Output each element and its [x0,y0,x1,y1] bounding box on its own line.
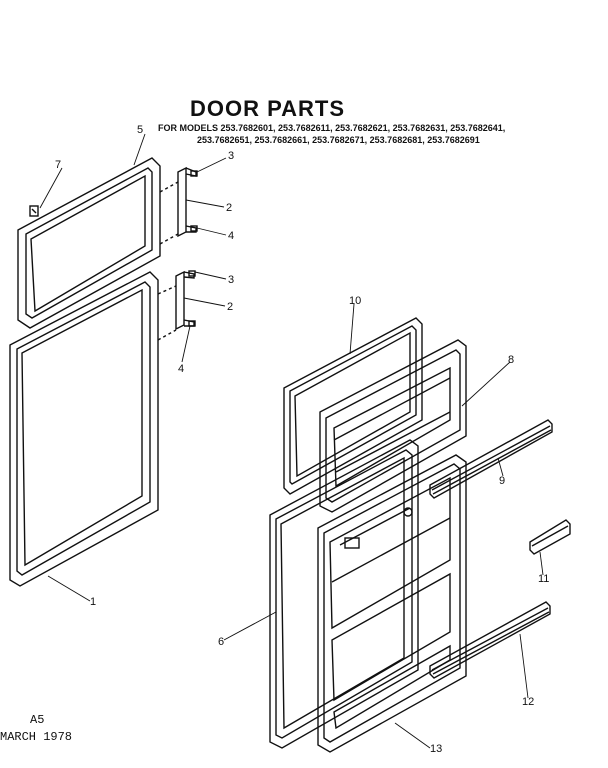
callout-2-lower: 2 [227,301,233,313]
callout-2-upper: 2 [226,202,232,214]
callout-8: 8 [508,354,514,366]
callout-10: 10 [349,295,361,307]
callout-6: 6 [218,636,224,648]
callout-9: 9 [499,475,505,487]
diagram-title: DOOR PARTS [190,96,346,121]
footer-date: MARCH 1978 [0,730,73,744]
callout-labels: 5 7 3 2 4 3 2 4 1 6 10 8 9 11 12 13 [55,124,549,755]
callout-11: 11 [538,573,549,585]
upper-hinge-assembly [159,166,198,245]
fresh-food-door-gasket [9,271,159,587]
models-line-1: FOR MODELS 253.7682601, 253.7682611, 253… [158,123,506,133]
callout-3-upper: 3 [228,150,234,162]
models-line-2: 253.7682651, 253.7682661, 253.7682671, 2… [197,135,480,145]
fresh-food-door-liner [317,454,467,753]
callout-5: 5 [137,124,143,136]
callout-4-upper: 4 [228,230,234,242]
callout-7: 7 [55,159,61,171]
callout-13: 13 [430,743,442,755]
shelf-bar-upper [429,419,553,499]
freezer-door-gasket [17,157,161,329]
shelf-bar-lower [429,601,551,679]
callout-4-lower: 4 [178,363,184,375]
freezer-door-liner [319,339,467,513]
lower-hinge-assembly [157,270,196,341]
leader-lines [39,133,544,749]
small-bin-part [529,519,571,555]
callout-3-lower: 3 [228,274,234,286]
callout-1: 1 [90,596,96,608]
footer-code: A5 [30,713,45,727]
freezer-inner-gasket [283,317,423,495]
fresh-food-inner-gasket [269,439,419,749]
callout-12: 12 [522,696,534,708]
clip-part [29,205,39,217]
